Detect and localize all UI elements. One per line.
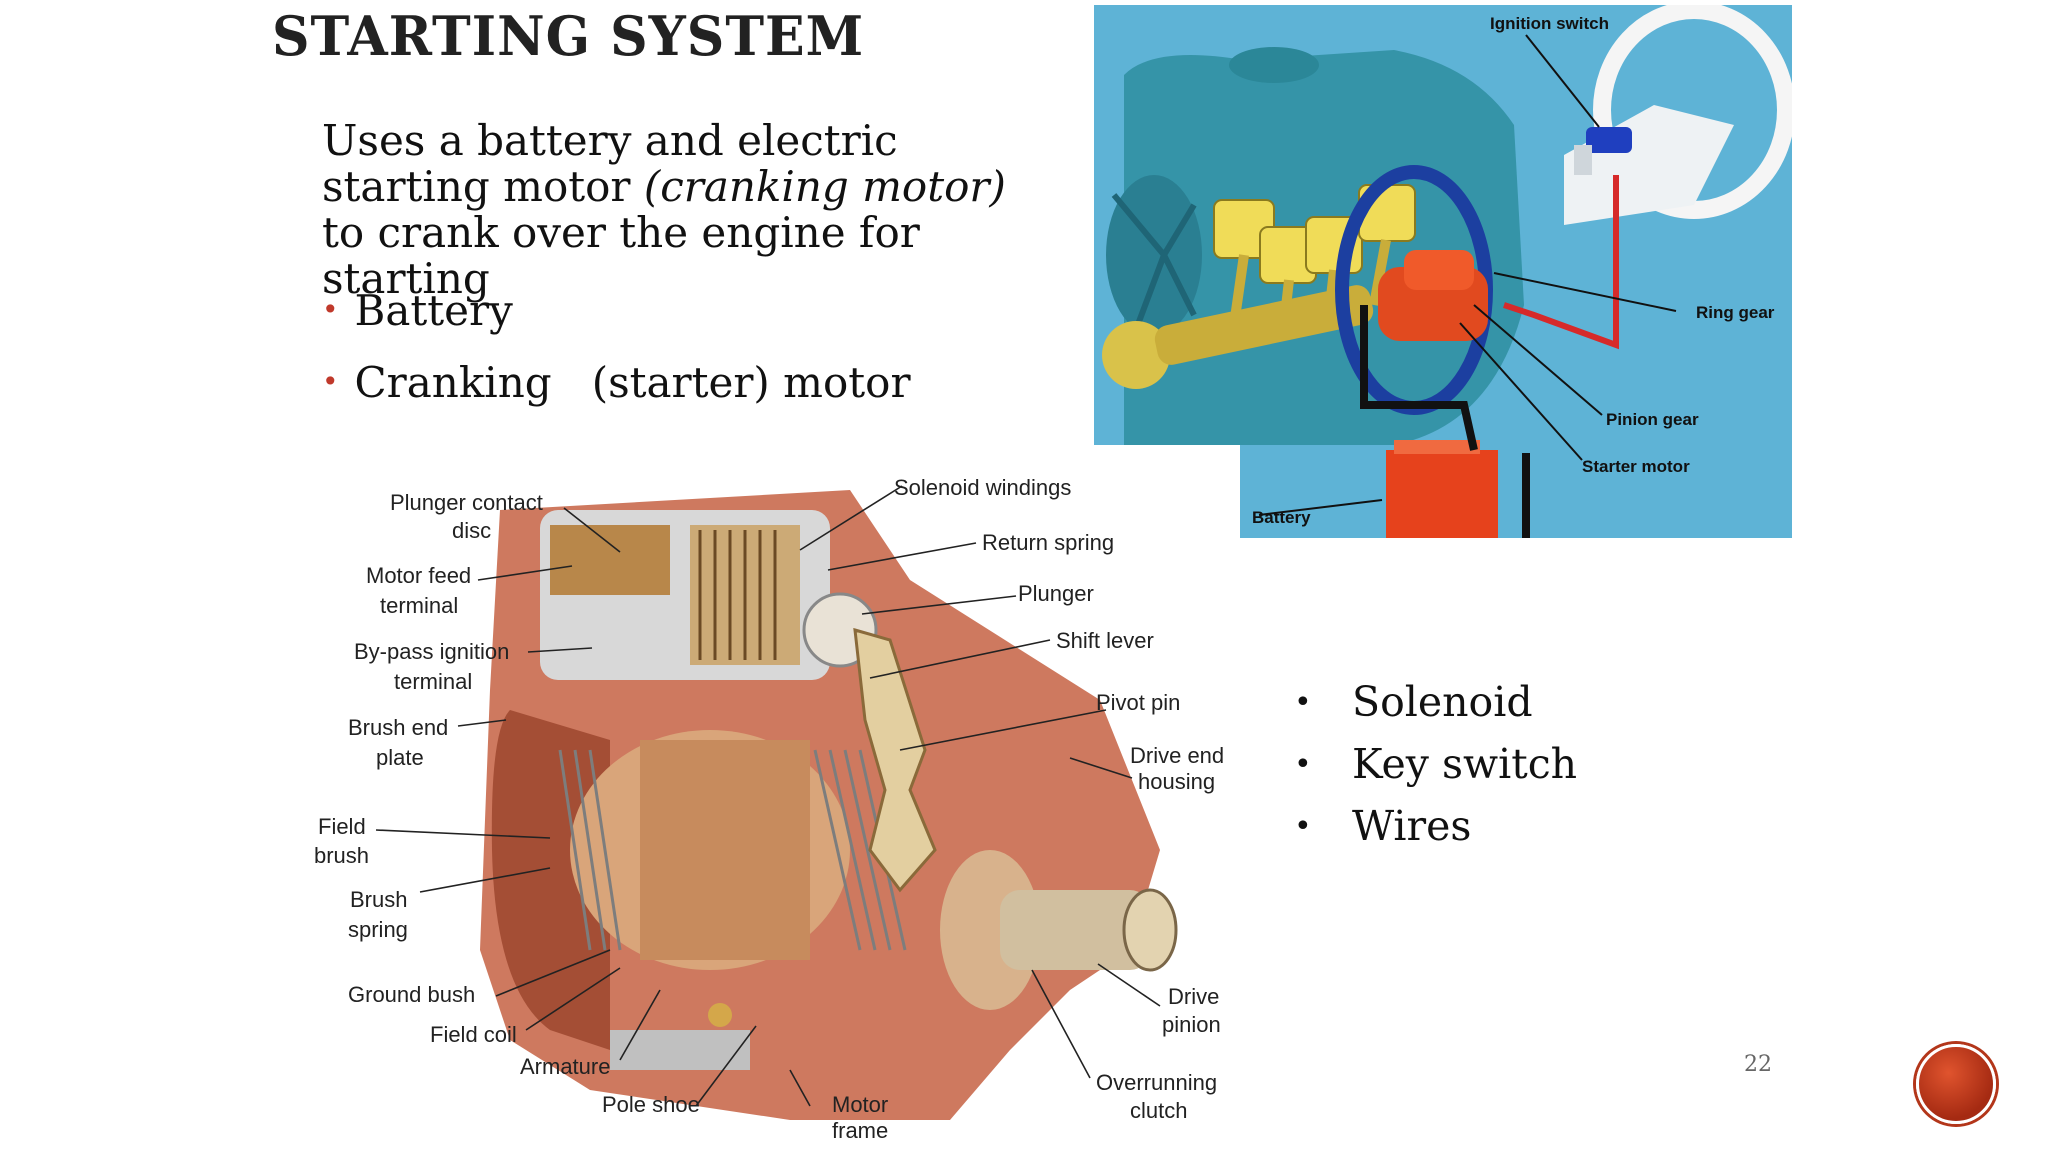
intro-part-2: to crank over the engine for starting xyxy=(322,208,920,303)
oil-cap xyxy=(1229,47,1319,83)
label-return-spring: Return spring xyxy=(982,530,1114,555)
label-plunger-contact-2: disc xyxy=(452,518,491,543)
label-plunger-contact-1: Plunger contact xyxy=(390,490,543,515)
black-wire xyxy=(1360,305,1478,451)
drive-end-icon xyxy=(940,850,1178,1010)
starter-motor-icon xyxy=(1378,250,1488,341)
label-ignition-switch: Ignition switch xyxy=(1490,14,1609,33)
pointer-lines xyxy=(1258,34,1677,516)
bullet-label: Key switch xyxy=(1352,740,1578,788)
slide-nav-button[interactable] xyxy=(1916,1044,1996,1124)
intro-italic: (cranking motor) xyxy=(643,162,1006,211)
label-motor-feed-2: terminal xyxy=(380,593,458,618)
label-battery: Battery xyxy=(1252,508,1311,527)
bullet-label: Cranking (starter) motor xyxy=(354,358,911,407)
bullet-dot: • xyxy=(322,293,339,326)
label-drive-end-1: Drive end xyxy=(1130,743,1224,768)
bullet-dot: • xyxy=(1294,685,1312,720)
label-shift-lever: Shift lever xyxy=(1056,628,1154,653)
bullet-dot: • xyxy=(1294,809,1312,844)
label-brush-spring-2: spring xyxy=(348,917,408,942)
bullet-label: Wires xyxy=(1352,802,1472,850)
label-pole-shoe: Pole shoe xyxy=(602,1092,700,1117)
label-overrunning-2: clutch xyxy=(1130,1098,1187,1123)
red-wire xyxy=(1503,175,1619,350)
bullet-battery: • Battery xyxy=(322,286,513,335)
label-ring-gear: Ring gear xyxy=(1696,303,1775,322)
bullet-label: Battery xyxy=(354,286,513,335)
page-number: 22 xyxy=(1744,1052,1772,1077)
label-field-brush-1: Field xyxy=(318,814,366,839)
label-motor-frame-1: Motor xyxy=(832,1092,888,1117)
label-bypass-2: terminal xyxy=(394,669,472,694)
solenoid-section xyxy=(540,510,878,680)
label-overrunning-1: Overrunning xyxy=(1096,1070,1217,1095)
pole-shoe-icon xyxy=(610,1030,750,1070)
label-plunger: Plunger xyxy=(1018,581,1094,606)
bullet-label: Solenoid xyxy=(1352,678,1533,726)
label-motor-frame-2: frame xyxy=(832,1118,888,1143)
starter-motor-cutaway: Plunger contact disc Motor feed terminal… xyxy=(314,475,1224,1143)
slide-title: STARTING SYSTEM xyxy=(272,4,865,69)
intro-part-1: Uses a battery and electric starting mot… xyxy=(322,116,898,211)
label-drive-pinion-1: Drive xyxy=(1168,984,1219,1009)
bullet-dot: • xyxy=(1294,747,1312,782)
label-ground-bush: Ground bush xyxy=(348,982,475,1007)
label-bypass-1: By-pass ignition xyxy=(354,639,509,664)
label-brush-spring-1: Brush xyxy=(350,887,407,912)
label-brush-end-1: Brush end xyxy=(348,715,448,740)
label-field-coil: Field coil xyxy=(430,1022,517,1047)
ignition-key-icon xyxy=(1574,127,1632,175)
label-pivot-pin: Pivot pin xyxy=(1096,690,1180,715)
label-drive-end-2: housing xyxy=(1138,769,1215,794)
label-pinion-gear: Pinion gear xyxy=(1606,410,1699,429)
bullet-wires: • Wires xyxy=(1294,802,1471,850)
battery-icon xyxy=(1386,440,1498,538)
label-armature: Armature xyxy=(520,1054,610,1079)
shift-lever-icon xyxy=(853,627,937,893)
bullet-solenoid: • Solenoid xyxy=(1294,678,1533,726)
intro-text: Uses a battery and electric starting mot… xyxy=(322,118,1042,302)
label-brush-end-2: plate xyxy=(376,745,424,770)
bullet-dot: • xyxy=(322,365,339,398)
engine-starting-diagram: Ignition switch Ring gear Pinion gear St… xyxy=(1094,5,1792,538)
label-drive-pinion-2: pinion xyxy=(1162,1012,1221,1037)
label-motor-feed-1: Motor feed xyxy=(366,563,471,588)
bullet-cranking-motor: • Cranking (starter) motor xyxy=(322,358,911,407)
bullet-key-switch: • Key switch xyxy=(1294,740,1577,788)
label-field-brush-2: brush xyxy=(314,843,369,868)
field-coil-icon xyxy=(708,1003,732,1027)
label-solenoid-windings: Solenoid windings xyxy=(894,475,1071,500)
label-starter-motor: Starter motor xyxy=(1582,457,1690,476)
armature-icon xyxy=(558,730,907,970)
fan-icon xyxy=(1106,175,1202,337)
callout-lines xyxy=(375,485,1161,1107)
